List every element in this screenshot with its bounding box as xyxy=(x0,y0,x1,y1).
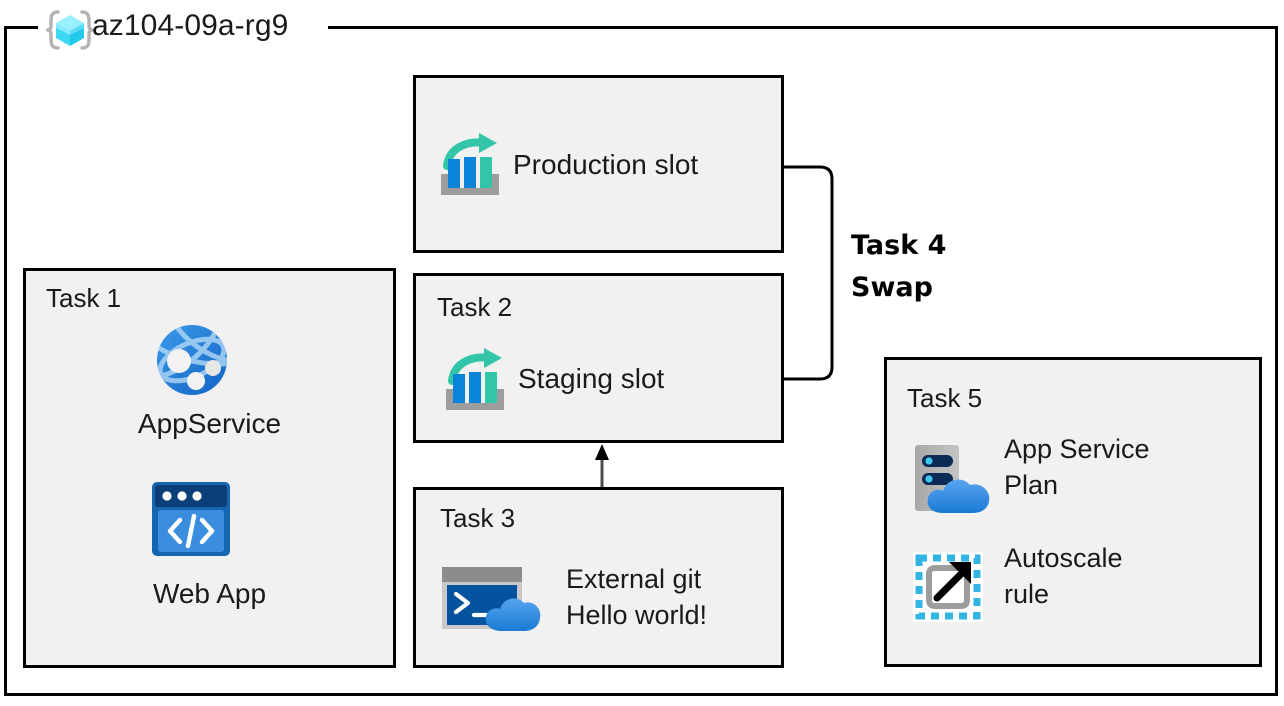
app-service-plan-line1: App Service xyxy=(1004,434,1150,464)
task3-text: External git Hello world! xyxy=(566,562,707,634)
staging-slot-label: Staging slot xyxy=(518,363,665,394)
task3-title: Task 3 xyxy=(440,503,516,533)
deployment-slot-icon-production xyxy=(441,132,507,198)
swap-line1: Task 4 xyxy=(851,230,947,261)
cloud-shell-icon xyxy=(440,565,546,635)
app-service-plan-line2: Plan xyxy=(1004,469,1059,500)
swap-line2: Swap xyxy=(851,271,933,303)
app-service-plan-icon xyxy=(913,443,995,517)
task3-line2: Hello world! xyxy=(566,599,708,630)
app-service-globe-icon xyxy=(155,323,229,397)
deployment-slot-icon-staging xyxy=(446,347,512,413)
web-app-browser-icon xyxy=(152,482,230,556)
autoscale-rule-line1: Autoscale xyxy=(1004,543,1123,573)
task2-title: Task 2 xyxy=(437,292,513,322)
task5-title: Task 5 xyxy=(907,383,983,413)
web-app-label: Web App xyxy=(152,578,267,609)
app-service-label: AppService xyxy=(137,408,282,439)
task1-title: Task 1 xyxy=(46,283,122,313)
app-service-plan-text: App Service Plan xyxy=(1004,432,1150,504)
autoscale-rule-text: Autoscale rule xyxy=(1004,541,1123,613)
resource-group-title: az104-09a-rg9 xyxy=(92,9,289,42)
resource-group-title-gap xyxy=(38,10,328,46)
resource-group-cube-icon xyxy=(44,8,96,52)
swap-annotation: Task 4 Swap xyxy=(851,225,946,309)
autoscale-rule-icon xyxy=(913,552,983,622)
autoscale-rule-line2: rule xyxy=(1004,578,1050,609)
task3-line1: External git xyxy=(566,564,702,594)
resource-group-frame xyxy=(4,26,1278,696)
git-deploy-arrow xyxy=(595,444,609,488)
production-slot-label: Production slot xyxy=(513,149,699,180)
swap-connector xyxy=(782,165,834,381)
